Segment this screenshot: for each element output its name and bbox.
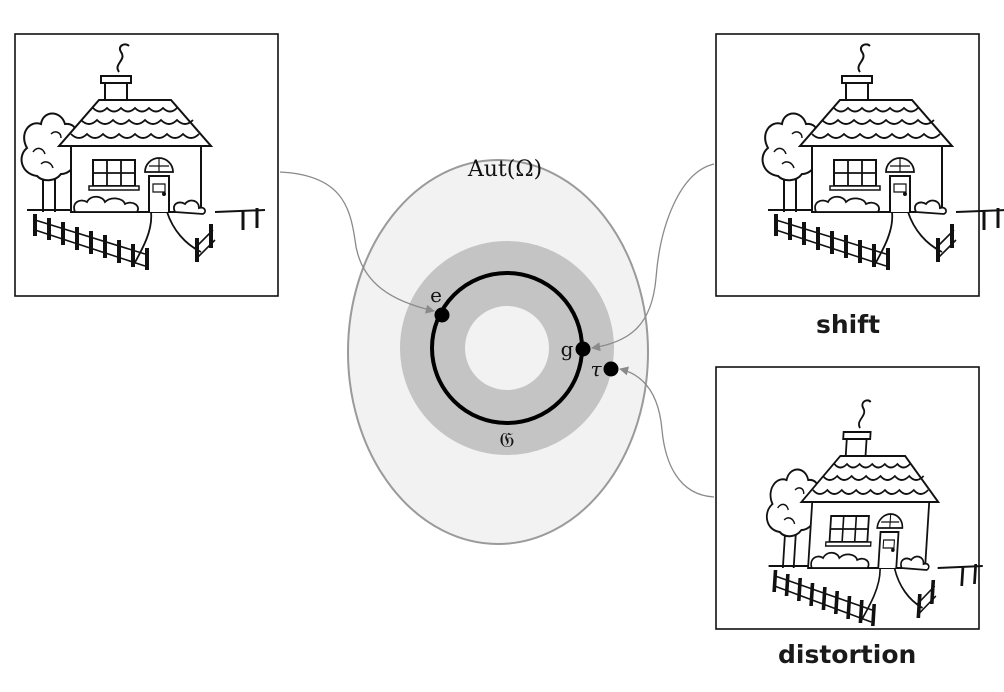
distortion-caption: distortion — [778, 640, 917, 669]
arrow-shift-to-group-element — [591, 163, 715, 352]
group-element-point — [575, 341, 591, 357]
distortion-image-panel — [715, 366, 996, 630]
identity-point — [434, 307, 450, 323]
shift-image-panel — [715, 33, 1004, 297]
shift-caption: shift — [816, 310, 881, 339]
original-image-panel — [14, 33, 279, 297]
automorphism-set — [347, 159, 649, 545]
distortion-point — [603, 361, 619, 377]
arrow-distortion-to-tau — [619, 366, 715, 498]
arrow-original-to-identity — [279, 171, 435, 314]
distortion-point-label: τ — [590, 357, 602, 381]
group-label: 𝔊 — [500, 428, 515, 452]
outer-set-label: Aut(Ω) — [467, 157, 542, 182]
identity-label: e — [430, 283, 442, 307]
group-element-label: g — [561, 337, 574, 361]
